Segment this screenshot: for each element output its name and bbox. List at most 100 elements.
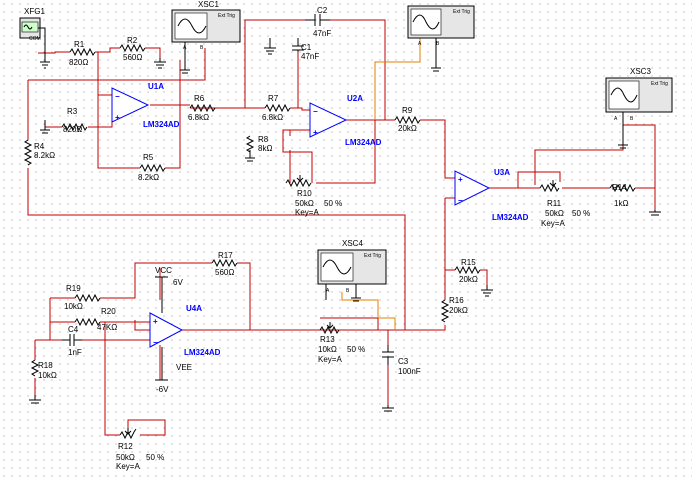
c1-symbol — [292, 38, 304, 52]
r7-ref: R7 — [268, 94, 279, 103]
u1a-part: LM324AD — [143, 120, 180, 129]
oscilloscope-xsc3[interactable]: XSC3 Ext Trig A B — [605, 67, 673, 149]
c1-value: 47nF — [301, 52, 319, 61]
r12-value: 50kΩ — [116, 453, 135, 462]
r8-value: 8kΩ — [258, 144, 272, 153]
xsc4-pin-a: A — [326, 288, 330, 294]
r12-ref: R12 — [118, 442, 133, 451]
oscilloscope-xsc4[interactable]: XSC4 Ext Trig A B — [317, 239, 387, 302]
r10-value: 50kΩ — [295, 199, 314, 208]
r9-symbol — [394, 115, 421, 125]
u3a-ref: U3A — [494, 168, 510, 177]
c4-value: 1nF — [68, 348, 82, 357]
r4-value: 8.2kΩ — [34, 151, 55, 160]
r19-ref: R19 — [66, 284, 81, 293]
r19-value: 10kΩ — [64, 302, 83, 311]
vcc-value: 6V — [173, 278, 183, 287]
r20-symbol — [74, 317, 101, 327]
u4a-ref: U4A — [186, 304, 202, 313]
vee-value: -6V — [156, 385, 169, 394]
svg-text:+: + — [313, 128, 318, 137]
xsc2-pin-b: B — [436, 41, 440, 47]
r12-pct: 50 % — [146, 453, 164, 462]
r12-key: Key=A — [116, 462, 140, 471]
r6-ref: R6 — [194, 94, 205, 103]
r10-ref: R10 — [297, 189, 312, 198]
r1-value: 820Ω — [69, 58, 88, 67]
r2-value: 560Ω — [123, 53, 142, 62]
r13-pct: 50 % — [347, 345, 365, 354]
r4-symbol — [23, 139, 33, 166]
r6-value: 6.8kΩ — [188, 113, 209, 122]
opamp-u2a[interactable]: − + — [309, 102, 348, 138]
xsc1-ext: Ext Trig — [218, 13, 235, 19]
vee-label: VEE — [176, 363, 192, 372]
r3-ref: R3 — [67, 107, 78, 116]
r16-ref: R16 — [449, 296, 464, 305]
svg-text:−: − — [313, 107, 318, 116]
r7-symbol — [264, 103, 291, 113]
r20-value: 47KΩ — [97, 323, 117, 332]
svg-text:−: − — [115, 92, 120, 101]
r10-symbol — [285, 178, 312, 188]
probe-wires — [341, 38, 421, 330]
r2-symbol — [119, 43, 146, 53]
resistors[interactable] — [23, 43, 636, 440]
opamp-u4a[interactable]: + − — [149, 312, 184, 348]
r6-symbol — [189, 103, 216, 113]
r2-ref: R2 — [127, 36, 138, 45]
xsc2-ext: Ext Trig — [453, 9, 470, 15]
xsc4-ext: Ext Trig — [364, 253, 381, 259]
xfg1-label: XFG1 — [24, 7, 45, 16]
r1-symbol — [69, 47, 96, 57]
r18-symbol — [30, 359, 40, 377]
svg-text:+: + — [458, 175, 463, 184]
capacitors[interactable] — [62, 14, 394, 365]
r9-value: 20kΩ — [398, 124, 417, 133]
r8-symbol — [245, 135, 255, 153]
xsc2-pin-a: A — [418, 41, 422, 47]
r15-ref: R15 — [461, 258, 476, 267]
oscilloscope-xsc2[interactable]: Ext Trig A B — [407, 5, 475, 72]
xsc4-pin-b: B — [346, 288, 350, 294]
r11-wiper — [549, 180, 557, 187]
opamp-u3a[interactable]: + − — [454, 170, 491, 206]
xsc3-label: XSC3 — [630, 67, 651, 76]
r4-ref: R4 — [34, 142, 45, 151]
xsc1-pin-b: B — [200, 45, 204, 51]
opamp-u1a[interactable]: − + — [111, 87, 150, 123]
r16-value: 20kΩ — [449, 306, 468, 315]
c1-ref: C1 — [301, 43, 312, 52]
r3-symbol — [61, 122, 88, 132]
r9-ref: R9 — [402, 106, 413, 115]
c2-value: 47nF — [313, 29, 331, 38]
xsc3-ext: Ext Trig — [651, 81, 668, 87]
r13-wiper — [326, 322, 334, 329]
r3-value: 820Ω — [63, 125, 82, 134]
r14-ref: R14 — [612, 183, 627, 192]
xfg1-com: COM — [29, 36, 41, 42]
r17-ref: R17 — [218, 251, 233, 260]
u3a-part: LM324AD — [492, 213, 529, 222]
supply-lines — [155, 276, 168, 381]
r20-ref: R20 — [101, 307, 116, 316]
ground-symbols — [29, 38, 661, 412]
r10-key: Key=A — [295, 208, 319, 217]
r11-symbol — [539, 183, 560, 193]
r19-symbol — [74, 293, 101, 303]
oscilloscope-xsc1[interactable]: XSC1 Ext Trig A B — [171, 0, 241, 51]
c4-symbol — [62, 334, 82, 346]
r11-key: Key=A — [541, 219, 565, 228]
xsc3-pin-a: A — [614, 116, 618, 122]
r17-symbol — [211, 258, 238, 268]
function-generator-xfg1[interactable]: XFG1 COM — [19, 7, 50, 69]
r10-pct: 50 % — [324, 199, 342, 208]
c3-symbol — [382, 345, 394, 365]
r11-ref: R11 — [547, 199, 562, 208]
r11-value: 50kΩ — [545, 209, 564, 218]
r18-ref: R18 — [38, 361, 53, 370]
r16-symbol — [440, 299, 450, 323]
svg-text:−: − — [458, 196, 463, 205]
c3-ref: C3 — [398, 357, 409, 366]
